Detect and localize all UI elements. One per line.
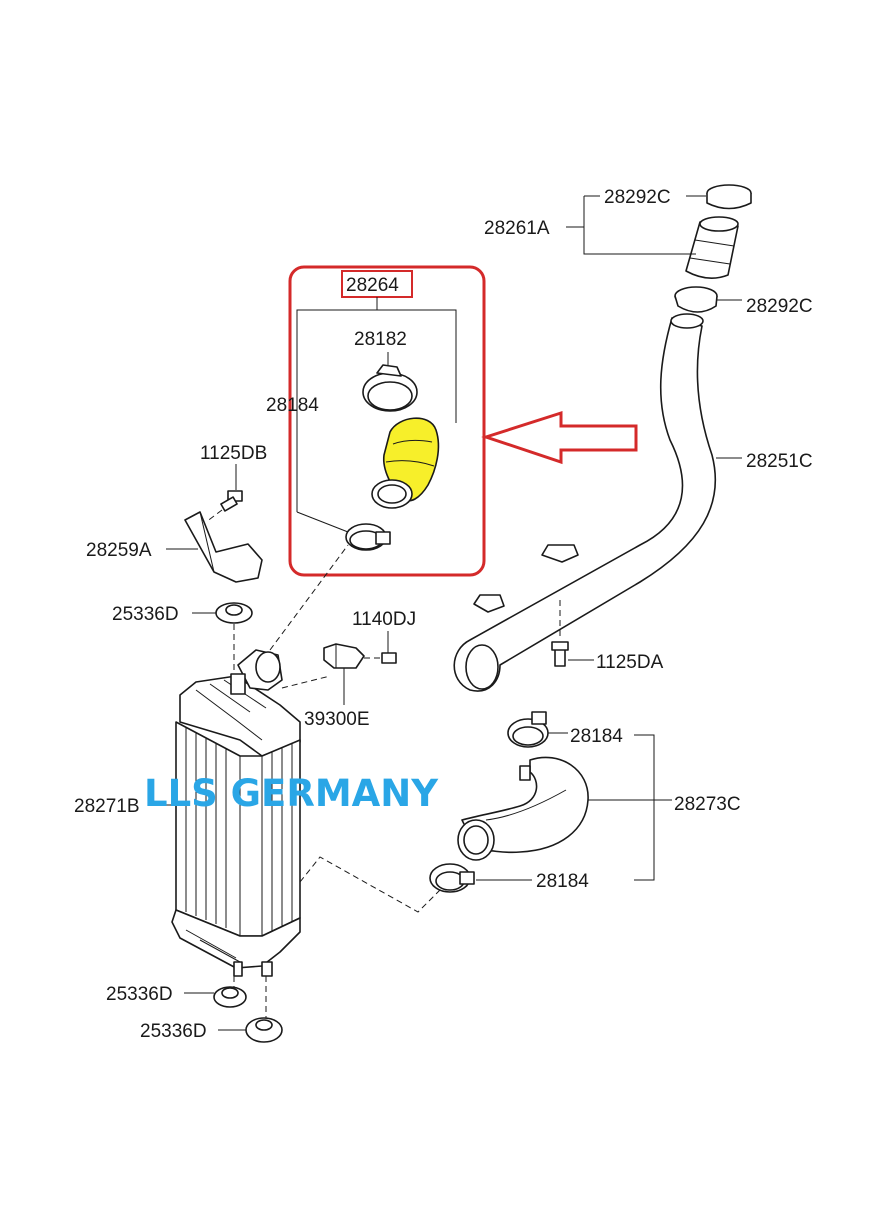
mount-25336d-low2 — [218, 1017, 283, 1043]
label-25336d-low2: 25336D — [140, 1021, 207, 1042]
label-28273c: 28273C — [674, 794, 741, 815]
clamp-28182 — [362, 364, 418, 412]
label-28184-low: 28184 — [536, 871, 589, 892]
clamp-28184-low — [429, 863, 532, 893]
label-28264: 28264 — [346, 275, 399, 296]
label-39300e: 39300E — [304, 709, 370, 730]
highlight-box — [288, 265, 486, 577]
mount-25336d-top — [192, 602, 253, 670]
label-28184-mid: 28184 — [570, 726, 623, 747]
label-28292c-mid: 28292C — [746, 296, 813, 317]
label-28261a: 28261A — [484, 218, 550, 239]
hose-28273c — [457, 756, 589, 861]
arrow-left-icon — [481, 410, 638, 465]
bracket-28259a — [166, 511, 263, 583]
label-28251c: 28251C — [746, 451, 813, 472]
clamp-28184-box — [345, 523, 391, 551]
pipe-28251c — [453, 313, 717, 692]
label-28259a: 28259A — [86, 540, 152, 561]
intercooler-28271b — [155, 544, 441, 1018]
hose-28264-highlighted — [371, 417, 440, 509]
mount-25336d-low1 — [184, 986, 247, 1008]
label-28184-box: 28184 — [266, 395, 319, 416]
watermark: LLS GERMANY — [144, 772, 439, 815]
bolt-1125db — [205, 464, 243, 523]
label-28271b: 28271B — [74, 796, 140, 817]
label-25336d-top: 25336D — [112, 604, 179, 625]
hose-28261a — [674, 184, 752, 313]
label-1125da: 1125DA — [596, 652, 664, 673]
bolt-1125da — [551, 600, 569, 667]
label-28292c-top: 28292C — [604, 187, 671, 208]
label-25336d-low1: 25336D — [106, 984, 173, 1005]
label-1140dj: 1140DJ — [352, 609, 416, 630]
sensor-39300e — [323, 631, 397, 705]
clamp-28184-mid — [507, 711, 568, 748]
label-28182: 28182 — [354, 329, 407, 350]
label-1125db: 1125DB — [200, 443, 267, 464]
